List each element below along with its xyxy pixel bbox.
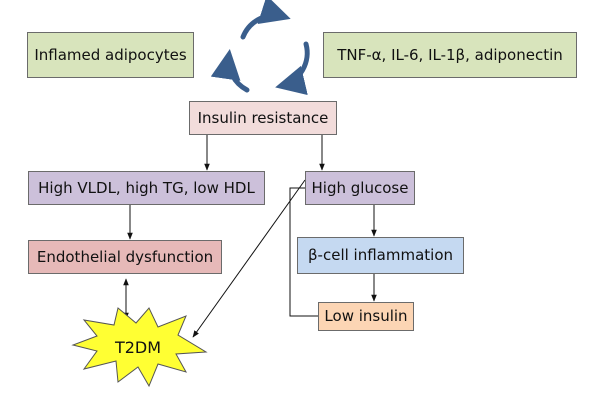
inflamed-adipocytes-box: Inflamed adipocytes [27, 32, 194, 78]
endothelial-dysfunction-box: Endothelial dysfunction [28, 240, 222, 274]
beta-cell-inflammation-label: β-cell inflammation [307, 246, 454, 264]
cycle-arrows-icon [210, 0, 310, 96]
cytokines-label: TNF-α, IL-6, IL-1β, adiponectin [337, 45, 563, 64]
high-glucose-box: High glucose [305, 171, 415, 205]
feedback-line-lowins-to-glucose [289, 187, 318, 317]
dyslipidemia-label: High VLDL, high TG, low HDL [38, 178, 255, 197]
inflamed-adipocytes-label: Inflamed adipocytes [34, 45, 187, 64]
low-insulin-box: Low insulin [318, 302, 414, 331]
low-insulin-label: Low insulin [324, 307, 408, 325]
t2dm-label: T2DM [114, 337, 162, 357]
cytokines-box: TNF-α, IL-6, IL-1β, adiponectin [323, 32, 577, 78]
beta-cell-inflammation-box: β-cell inflammation [297, 237, 464, 274]
insulin-resistance-label: Insulin resistance [197, 108, 329, 127]
arrow-glucose-to-t2dm [192, 179, 306, 338]
t2dm-starburst [71, 307, 208, 388]
insulin-resistance-box: Insulin resistance [189, 101, 337, 135]
high-glucose-label: High glucose [311, 178, 409, 197]
endothelial-dysfunction-label: Endothelial dysfunction [36, 247, 214, 266]
dyslipidemia-box: High VLDL, high TG, low HDL [28, 171, 265, 205]
